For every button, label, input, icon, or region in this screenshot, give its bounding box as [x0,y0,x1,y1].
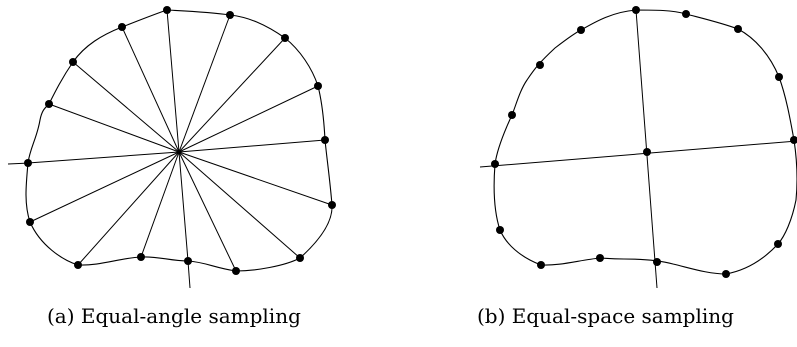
sampling-rays [27,9,333,272]
sample-point [682,10,690,18]
sample-point [632,6,640,14]
sampling-ray [178,151,189,262]
sample-point [653,258,661,266]
sampling-ray [140,151,180,258]
sample-point [774,240,782,248]
sampling-ray [178,85,319,153]
sample-point [232,267,240,275]
sample-point [643,148,651,156]
figure-panel-b: (b) Equal-space sampling [420,0,797,347]
sample-point [26,218,34,226]
sample-point [184,257,192,265]
sample-point [496,226,504,234]
sampling-ray [48,103,180,153]
sampling-ray [178,37,286,153]
sampling-ray [72,61,180,153]
sampling-ray [178,14,231,153]
horizontal-axis-line [479,140,797,168]
sampling-ray [178,139,326,153]
sampling-ray [166,9,180,153]
sampling-ray [29,151,180,223]
sample-point [69,58,77,66]
sample-point [226,11,234,19]
sampling-ray [178,151,301,259]
sample-point [321,136,329,144]
sampling-ray [178,151,333,206]
sample-points [491,6,797,278]
sample-point [734,25,742,33]
sample-point [118,23,126,31]
shape-contour [25,9,333,272]
sample-point [314,82,322,90]
sampling-ray [121,26,180,153]
figure-panel-a: (a) Equal-angle sampling [7,6,336,328]
sample-point [328,201,336,209]
caption-equal-angle: (a) Equal-angle sampling [47,304,301,328]
sample-point [45,100,53,108]
sample-point [281,34,289,42]
sample-point [775,73,783,81]
sample-point [790,136,797,144]
sample-points [24,6,336,275]
sampling-ray [77,151,180,266]
sample-point [137,253,145,261]
sample-point [163,6,171,14]
equal-angle-diagram [7,6,336,289]
sample-point [74,261,82,269]
sample-point [537,261,545,269]
vertical-axis-extension [187,260,191,289]
sampling-ray [27,151,180,164]
sample-point [722,270,730,278]
sample-point [296,254,304,262]
sample-point [596,254,604,262]
sampling-ray [178,151,237,272]
sample-point [536,61,544,69]
sample-point [491,160,499,168]
sample-point [577,26,585,34]
sample-point [508,111,516,119]
caption-equal-space: (b) Equal-space sampling [477,304,734,328]
equal-space-diagram [479,6,797,289]
sample-point [24,159,32,167]
